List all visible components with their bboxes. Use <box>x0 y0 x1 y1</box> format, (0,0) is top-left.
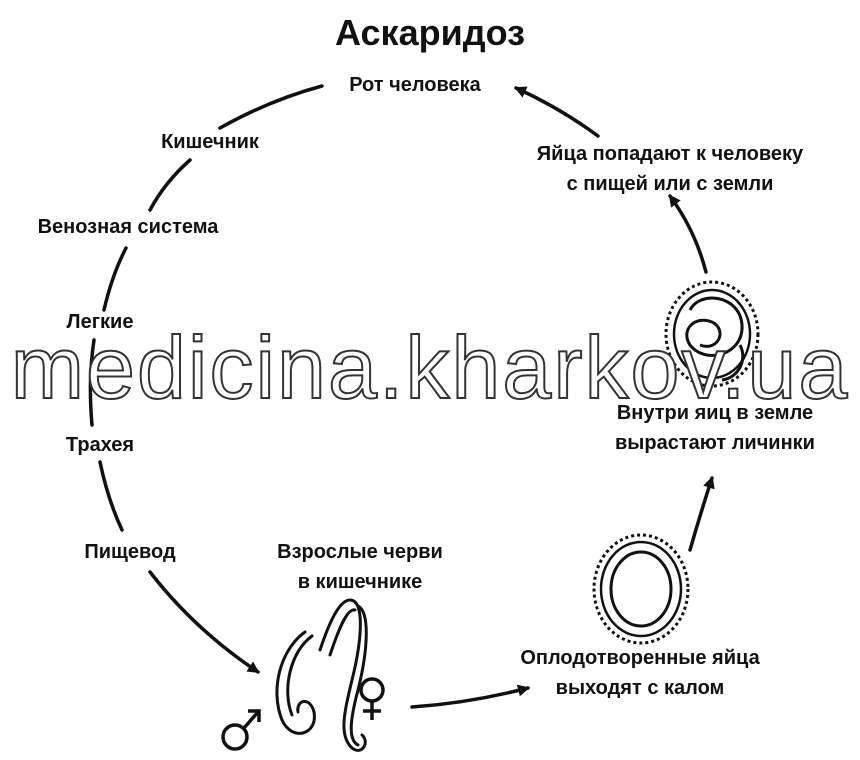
fertilized-egg-icon <box>592 533 690 645</box>
stage-mouth: Рот человека <box>349 74 481 96</box>
stage-intestine: Кишечник <box>161 131 259 153</box>
arrow-infection-to-mouth <box>514 86 600 138</box>
stage-fertilized-eggs: Оплодотворенные яйца выходят с калом <box>470 643 810 703</box>
male-symbol-icon <box>221 709 261 751</box>
left-cycle-arc <box>88 84 324 674</box>
stage-lungs: Легкие <box>66 311 134 333</box>
female-worm <box>318 598 367 752</box>
arc-esophagus-to-adults <box>148 570 260 674</box>
adult-worms-line-1: Взрослые черви <box>277 541 443 563</box>
stage-infection: Яйца попадают к человеку с пищей или с з… <box>490 139 850 199</box>
infection-line-2: с пищей или с земли <box>566 173 774 195</box>
stage-larvae: Внутри яиц в земле вырастают личинки <box>575 398 855 458</box>
larvae-line-1: Внутри яиц в земле <box>616 402 814 424</box>
arrow-adults-to-fertilized <box>410 684 530 709</box>
adult-worms-line-2: в кишечнике <box>297 571 423 593</box>
female-symbol-icon <box>359 677 385 720</box>
arc-lungs-to-trachea <box>88 338 96 427</box>
arrow-larvae-to-infection <box>668 194 708 274</box>
arc-venous-to-lungs <box>102 246 128 312</box>
egg-with-larva-icon <box>664 280 760 388</box>
arrow-egg-to-larvae <box>688 476 715 552</box>
male-worm <box>275 630 316 735</box>
adult-worms-icon <box>275 598 368 752</box>
arc-mouth-to-intestine <box>218 84 324 130</box>
stage-venous-system: Венозная система <box>37 216 219 238</box>
arc-intestine-to-venous <box>148 158 192 212</box>
right-cycle-arrows <box>410 86 715 709</box>
larvae-line-2: вырастают личинки <box>615 432 815 454</box>
watermark: medicina.kharkov.ua <box>10 317 850 418</box>
diagram-title: Аскаридоз <box>335 12 525 53</box>
stage-esophagus: Пищевод <box>84 541 176 563</box>
stage-adult-worms: Взрослые черви в кишечнике <box>235 537 485 597</box>
arc-trachea-to-esophagus <box>98 460 124 532</box>
infection-line-1: Яйца попадают к человеку <box>536 143 804 165</box>
stage-trachea: Трахея <box>65 434 135 456</box>
fertilized-eggs-line-2: выходят с калом <box>555 677 725 699</box>
fertilized-eggs-line-1: Оплодотворенные яйца <box>520 647 760 669</box>
